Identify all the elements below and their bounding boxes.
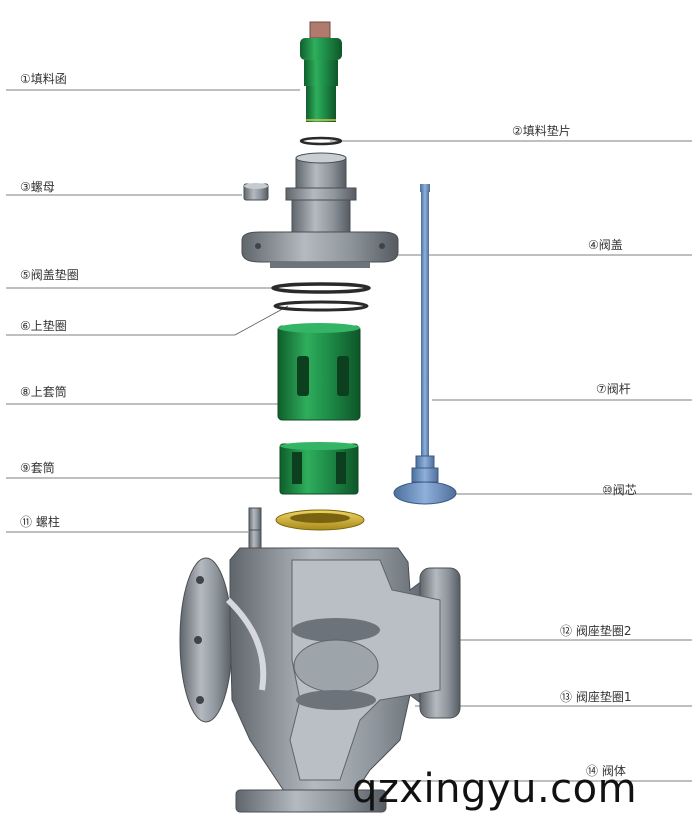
label-stud: ⑪ 螺柱 — [20, 515, 60, 529]
stem-plug-part — [393, 184, 457, 505]
label-bonnet: ④阀盖 — [588, 238, 623, 252]
label-bonnet-gasket: ⑤阀盖垫圈 — [20, 268, 79, 282]
label-nut: ③螺母 — [20, 180, 55, 194]
nut-part — [243, 183, 269, 201]
sleeve-part — [279, 442, 359, 495]
valve-body-part — [179, 547, 461, 813]
upper-sleeve-part — [277, 323, 361, 421]
label-sleeve: ⑨套筒 — [20, 461, 55, 475]
bonnet-gasket-part — [271, 282, 371, 294]
label-upper-sleeve: ⑧上套筒 — [20, 385, 67, 399]
upper-gasket-part — [273, 300, 369, 312]
label-packing-gasket: ②填料垫片 — [512, 124, 571, 138]
leader-lines — [6, 89, 692, 782]
bonnet-part — [241, 152, 399, 268]
label-stem: ⑦阀杆 — [596, 382, 631, 396]
watermark-text: qzxingyu.com — [352, 766, 638, 812]
label-plug: ⑩阀芯 — [602, 483, 637, 497]
label-seat-gasket-1: ⑬ 阀座垫圈1 — [560, 690, 632, 704]
seat-ring-part — [275, 509, 365, 531]
packing-box-part — [300, 21, 342, 122]
label-packing-box: ①填料函 — [20, 72, 67, 86]
label-valve-body: ⑭ 阀体 — [586, 764, 626, 778]
packing-gasket-part — [299, 136, 343, 146]
stud-part — [248, 507, 262, 549]
label-seat-gasket-2: ⑫ 阀座垫圈2 — [560, 624, 632, 638]
label-upper-gasket: ⑥上垫圈 — [20, 319, 67, 333]
